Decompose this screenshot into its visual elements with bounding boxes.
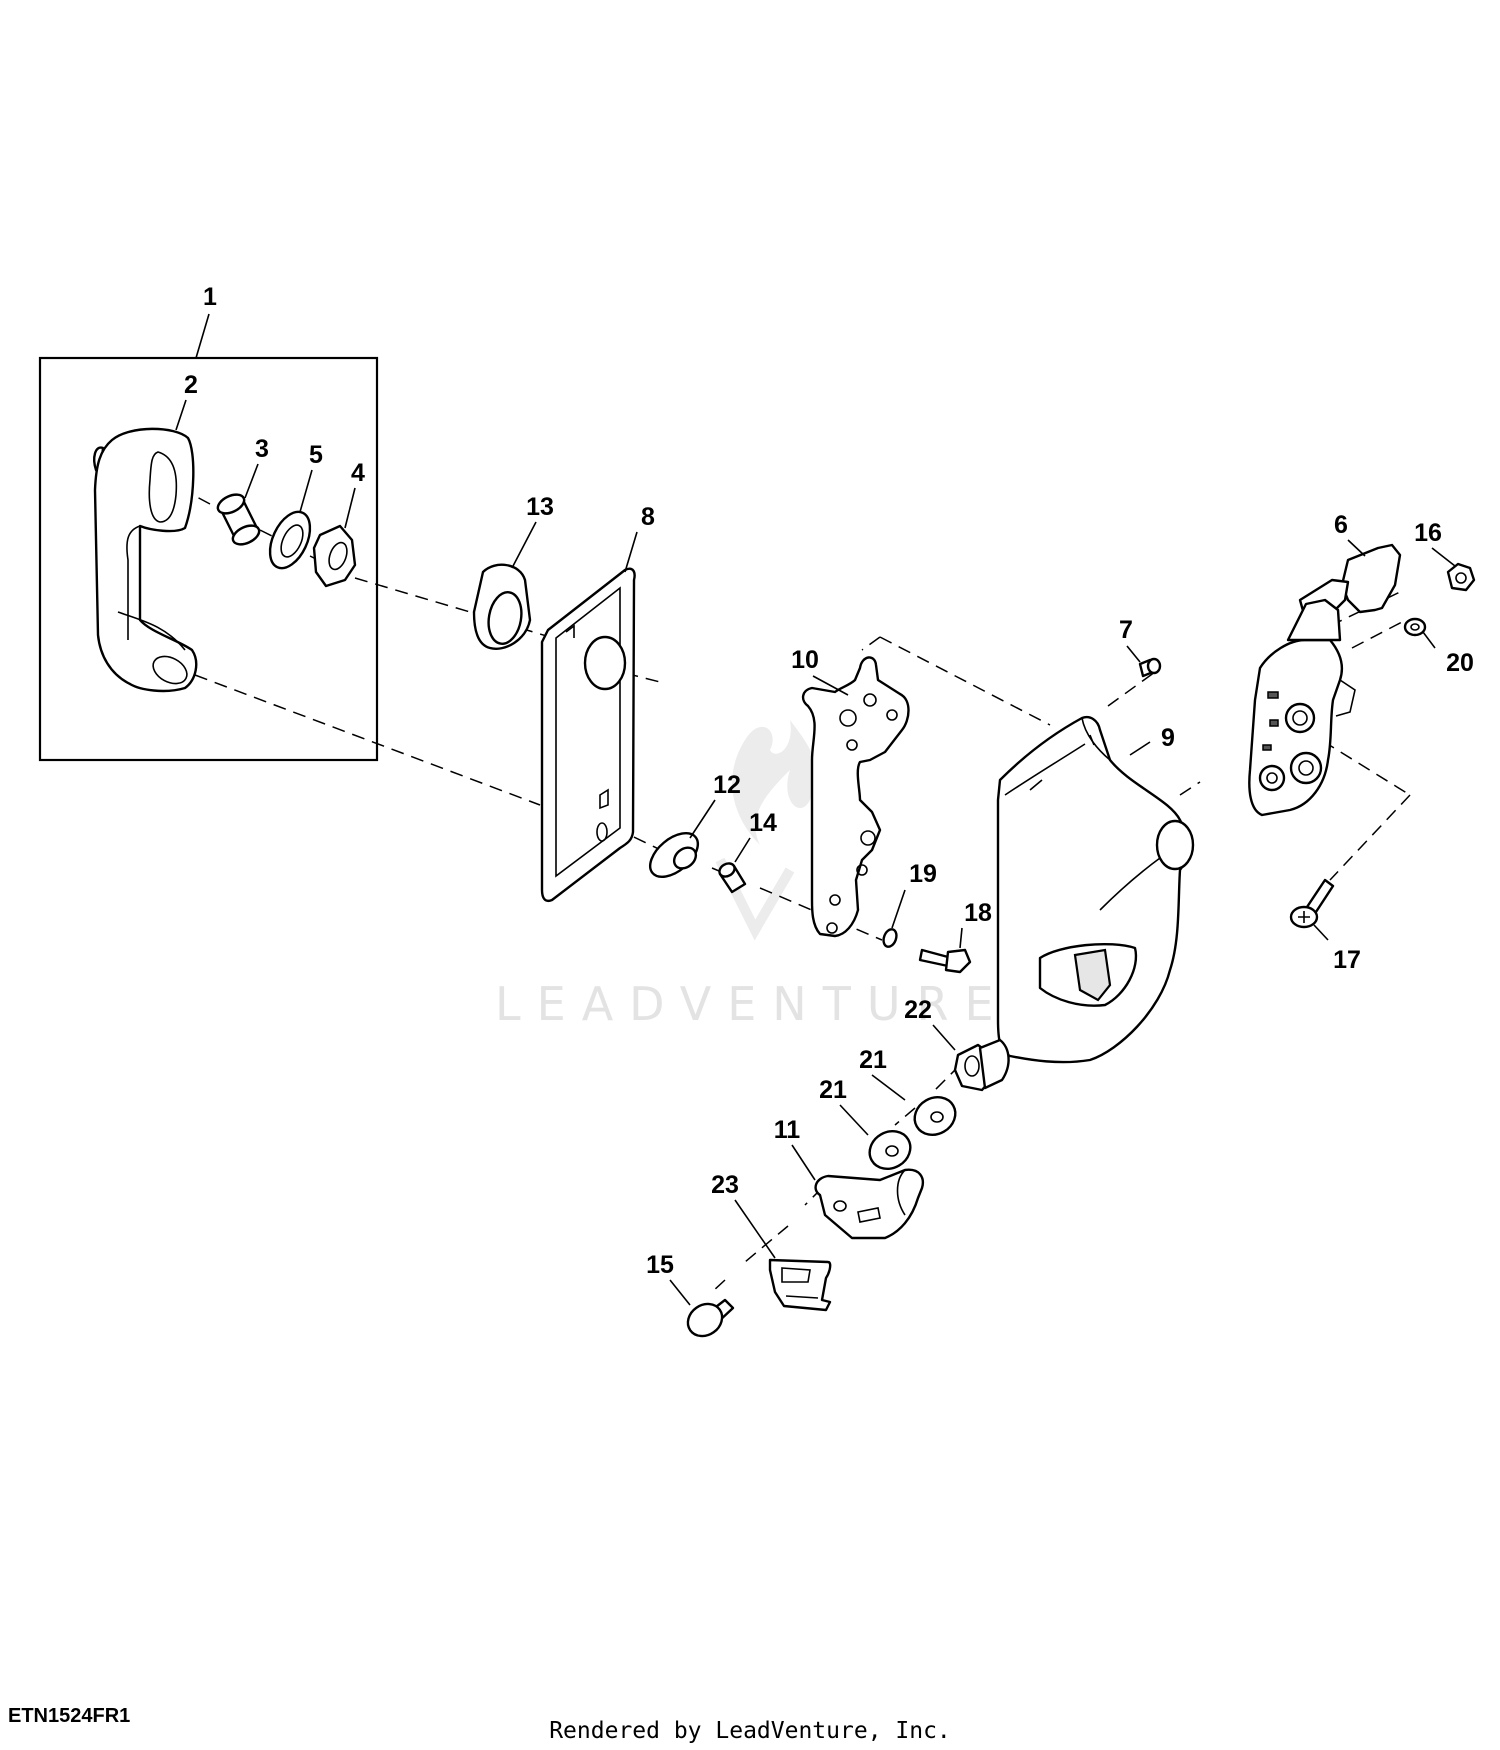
washer-20-part: [1403, 617, 1427, 637]
callout-20: 20: [1446, 649, 1474, 677]
callout-23: 23: [711, 1171, 739, 1199]
bolt-15-part: [686, 1298, 735, 1338]
callout-14: 14: [749, 809, 777, 837]
nut-16-part: [1446, 562, 1476, 592]
latch-part: [1248, 543, 1402, 817]
flanged-washer-part: [649, 832, 699, 878]
spacer-part: [718, 862, 747, 894]
callout-3: 3: [255, 435, 269, 463]
assembly-box: [38, 356, 379, 762]
watermark-text: LEADVENTURE: [495, 977, 1010, 1031]
bushing-part: [216, 493, 261, 546]
figure-reference-code: ETN1524FR1: [8, 1705, 131, 1727]
callout-17: 17: [1333, 946, 1361, 974]
handle-part: [93, 427, 198, 693]
callout-21a: 21: [859, 1046, 887, 1074]
callout-8: 8: [641, 503, 655, 531]
leadventure-watermark: LEADVENTURE: [495, 720, 1010, 1031]
callout-9: 9: [1161, 724, 1175, 752]
callout-11: 11: [774, 1116, 801, 1144]
cover-part: [996, 716, 1195, 1064]
hex-nut-part: [312, 524, 357, 588]
callout-18: 18: [964, 899, 992, 927]
leader-lines: [175, 313, 1456, 1306]
screw-17-part: [1289, 878, 1335, 929]
callout-5: 5: [309, 441, 323, 469]
callout-12: 12: [713, 771, 741, 799]
pin-part: [1138, 657, 1162, 678]
washer-21a-part: [913, 1096, 957, 1136]
callout-16: 16: [1414, 519, 1442, 547]
callout-22: 22: [904, 996, 932, 1024]
render-credit: Rendered by LeadVenture, Inc.: [549, 1718, 951, 1744]
escutcheon-part: [472, 563, 532, 650]
callout-1: 1: [203, 283, 217, 311]
plate-clip-part: [768, 1258, 832, 1312]
callout-21b: 21: [819, 1076, 847, 1104]
lock-washer-part: [882, 928, 898, 948]
washer-part: [268, 510, 312, 570]
callout-15: 15: [646, 1251, 674, 1279]
gasket-plate-part: [540, 567, 636, 903]
callout-7: 7: [1119, 616, 1133, 644]
bushing-nut-part: [953, 1038, 1010, 1092]
callout-13: 13: [526, 493, 554, 521]
clip-part: [814, 1168, 924, 1240]
callout-2: 2: [184, 371, 198, 399]
callout-6: 6: [1334, 511, 1348, 539]
bolt-18-part: [918, 948, 972, 974]
alignment-lines: [179, 487, 1411, 1293]
callout-labels: 1 2 3 5 4 13 8 6 16 7 10 20 9 12 14 19 1…: [184, 283, 1474, 1279]
bracket-part: [801, 656, 910, 938]
callout-10: 10: [791, 646, 819, 674]
callout-19: 19: [909, 860, 937, 888]
washer-21b-part: [868, 1130, 912, 1170]
callout-4: 4: [351, 459, 365, 487]
